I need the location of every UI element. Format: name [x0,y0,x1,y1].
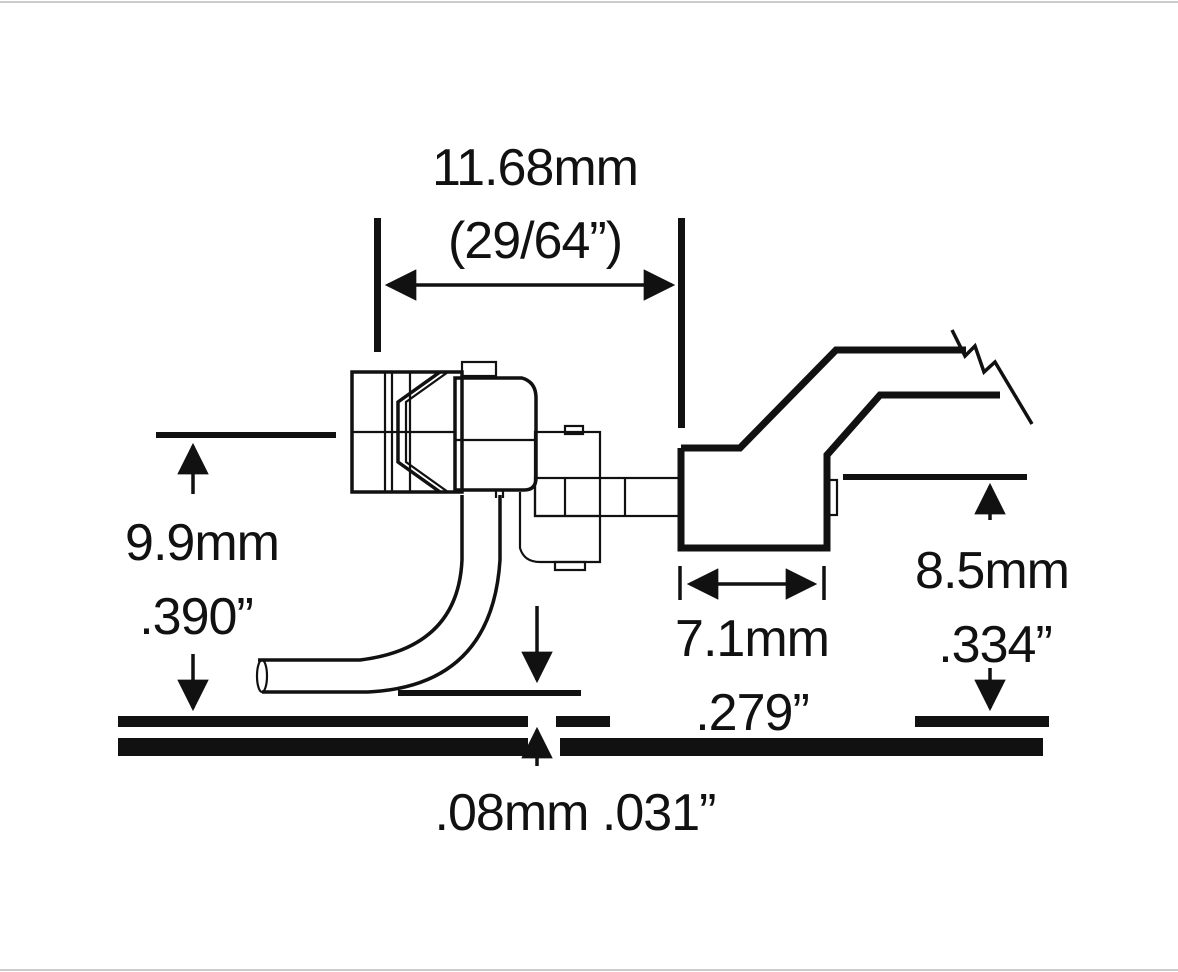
rail-lower-left [118,738,528,756]
pin-bottom-line [398,690,581,696]
shank-dimension: 7.1mm .279” [675,566,830,742]
height-in-label: .390” [139,588,253,646]
height-mm-label: 9.9mm [125,514,279,572]
height-dimension-left: 9.9mm .390” [125,432,336,712]
break-mark [950,329,1034,425]
height-dimension-right: 8.5mm .334” [843,474,1070,712]
gap-label: .08mm .031” [435,784,716,842]
box-mm-label: 8.5mm [915,542,1069,600]
rail-upper-left [118,716,528,727]
knuckle-block [350,370,464,494]
rail-lower-right [560,738,1043,756]
width-in-label: (29/64”) [448,212,622,270]
width-extension-right [678,218,685,428]
trip-pin [255,495,502,694]
width-dimension: 11.68mm (29/64”) [374,139,685,428]
box-in-label: .334” [938,616,1052,674]
rail-upper-mid [556,716,610,727]
draft-gear-box [677,329,1034,552]
shank-in-label: .279” [695,684,809,742]
rail-lines [118,716,1049,756]
gap-dimension: .08mm .031” [398,606,716,842]
width-extension-left [374,218,381,352]
width-mm-label: 11.68mm [432,139,638,197]
height-ref-line [156,432,336,438]
box-ref-line [843,474,1027,480]
shank-bar [533,476,683,518]
knuckle-chevron [396,370,442,494]
coupler-body [453,376,538,492]
top-pin [460,360,498,378]
coupler-head [350,360,683,572]
rail-upper-right [915,716,1049,727]
shank-mm-label: 7.1mm [675,610,829,668]
shank-box [533,430,602,518]
